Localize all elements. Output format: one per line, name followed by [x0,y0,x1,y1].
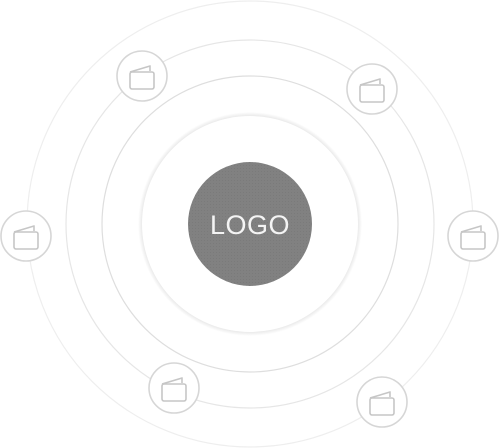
logo-text: LOGO [210,210,290,240]
icon-badge-upper-right[interactable] [346,63,398,115]
logo-circle [188,162,312,286]
icon-badge-upper-left[interactable] [116,50,168,102]
icon-badge-lower-left[interactable] [148,362,200,414]
icon-badge-left[interactable] [0,210,52,262]
icon-badge-right[interactable] [447,210,499,262]
orbit-ring-inner [101,75,399,373]
icon-badge-lower-right[interactable] [356,376,408,428]
orbit-ring-middle [65,39,435,409]
